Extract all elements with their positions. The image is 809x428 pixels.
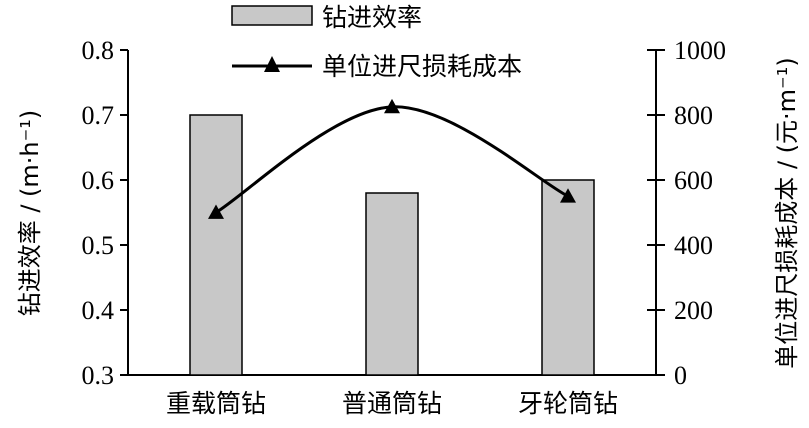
right-tick-label: 600 [674, 166, 713, 195]
left-axis-ticks: 0.3 0.4 0.5 0.6 0.7 0.8 [82, 36, 128, 390]
right-tick-label: 200 [674, 296, 713, 325]
line-series [208, 98, 576, 219]
right-tick-label: 400 [674, 231, 713, 260]
legend-label-line: 单位进尺损耗成本 [322, 52, 522, 81]
left-axis-title: 钻进效率 / (m·h⁻¹) [16, 110, 44, 317]
left-tick-label: 0.8 [82, 36, 115, 65]
bar [541, 179, 595, 376]
legend-swatch-bar [231, 5, 313, 26]
line-point [560, 188, 576, 203]
right-tick-label: 0 [674, 361, 687, 390]
bar [189, 114, 243, 376]
left-tick-label: 0.3 [82, 361, 115, 390]
left-tick-label: 0.7 [82, 101, 115, 130]
right-tick-label: 1000 [674, 36, 726, 65]
legend-label-bar: 钻进效率 [322, 3, 422, 32]
bar [365, 192, 419, 376]
right-axis-title: 单位进尺损耗成本 / (元·m⁻¹) [773, 57, 801, 368]
bar-series [189, 114, 595, 376]
legend-swatch-marker [264, 56, 280, 72]
category-label: 普通筒钻 [342, 389, 442, 418]
category-label: 重载筒钻 [166, 389, 266, 418]
left-tick-label: 0.6 [82, 166, 115, 195]
right-axis-ticks: 0 200 400 600 800 1000 [647, 36, 726, 390]
category-labels: 重载筒钻 普通筒钻 牙轮筒钻 [166, 389, 618, 418]
line-point [208, 204, 224, 219]
line-point [384, 98, 400, 114]
right-tick-label: 800 [674, 101, 713, 130]
category-label: 牙轮筒钻 [518, 389, 618, 418]
left-tick-label: 0.4 [82, 296, 115, 325]
legend: 钻进效率 单位进尺损耗成本 [231, 3, 522, 81]
left-tick-label: 0.5 [82, 231, 115, 260]
